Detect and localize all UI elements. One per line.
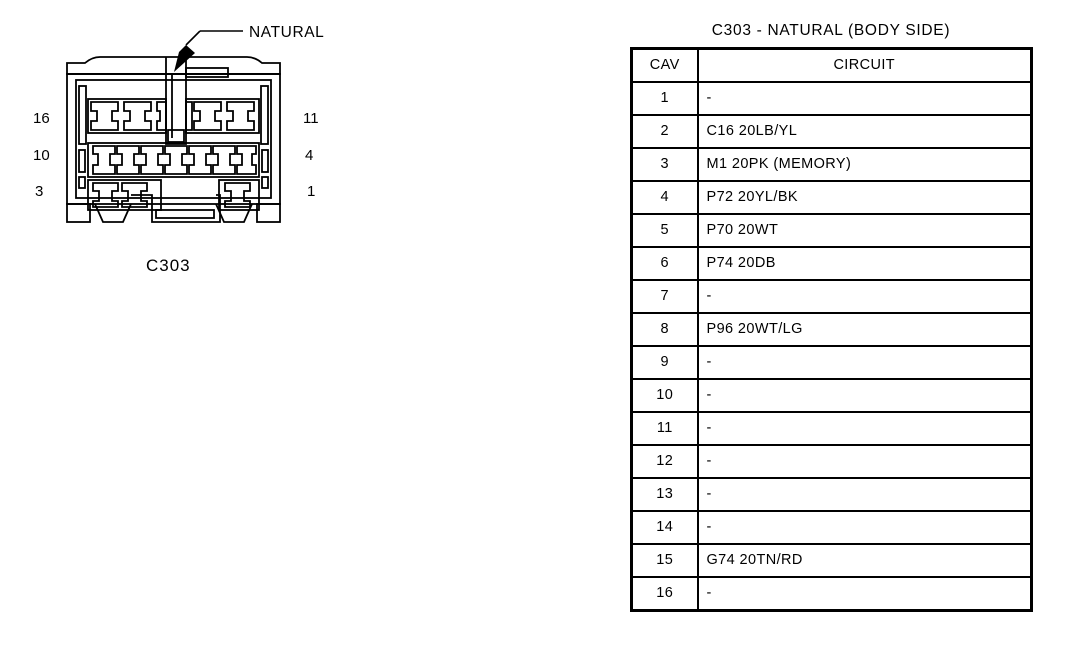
circuit-value: G74 20TN/RD <box>696 543 1033 578</box>
cavity-row-top-right <box>185 98 260 134</box>
circuit-value: - <box>696 444 1033 479</box>
column-header-circuit: CIRCUIT <box>696 47 1033 83</box>
circuit-value: P74 20DB <box>696 246 1033 281</box>
table-header-row: CAV CIRCUIT <box>630 47 1033 83</box>
cav-number: 14 <box>630 510 699 545</box>
table-row: 9- <box>630 345 1033 380</box>
cav-number: 7 <box>630 279 699 314</box>
circuit-value: P96 20WT/LG <box>696 312 1033 347</box>
cavity-row-top-left <box>87 98 167 134</box>
connector-shell <box>66 56 281 223</box>
cavity-row-bottom <box>87 179 260 211</box>
table-row: 12- <box>630 444 1033 479</box>
connector-diagram: NATURAL <box>0 0 360 300</box>
connector-drawing-svg: NATURAL <box>33 24 324 275</box>
cav-number: 11 <box>630 411 699 446</box>
pin-label-bottom-right: 1 <box>307 183 315 200</box>
table-row: 16- <box>630 576 1033 612</box>
natural-callout-label: NATURAL <box>249 24 324 41</box>
pin-label-top-left: 16 <box>33 110 50 127</box>
connector-caption: C303 <box>146 256 191 275</box>
circuit-value: - <box>696 477 1033 512</box>
column-header-cav: CAV <box>630 47 699 83</box>
circuit-value: M1 20PK (MEMORY) <box>696 147 1033 182</box>
table-row: 14- <box>630 510 1033 545</box>
circuit-value: P70 20WT <box>696 213 1033 248</box>
circuit-value: - <box>696 576 1033 612</box>
cav-number: 1 <box>630 81 699 116</box>
cav-number: 15 <box>630 543 699 578</box>
pin-label-bottom-left: 3 <box>35 183 43 200</box>
table-row: 1- <box>630 81 1033 116</box>
table-row: 10- <box>630 378 1033 413</box>
circuit-value: - <box>696 510 1033 545</box>
circuit-value: - <box>696 81 1033 116</box>
cav-number: 16 <box>630 576 699 612</box>
circuit-value: P72 20YL/BK <box>696 180 1033 215</box>
cav-number: 3 <box>630 147 699 182</box>
table-row: 13- <box>630 477 1033 512</box>
cavity-row-middle <box>87 142 260 178</box>
table-row: 7- <box>630 279 1033 314</box>
natural-callout-leader <box>174 30 243 72</box>
cav-number: 6 <box>630 246 699 281</box>
circuit-value: - <box>696 279 1033 314</box>
cav-number: 8 <box>630 312 699 347</box>
pinout-panel: C303 - NATURAL (BODY SIDE) CAV CIRCUIT 1… <box>630 22 1033 612</box>
pinout-table-title: C303 - NATURAL (BODY SIDE) <box>711 22 951 39</box>
circuit-value: C16 20LB/YL <box>696 114 1033 149</box>
pin-label-middle-right: 4 <box>305 147 313 164</box>
cav-number: 5 <box>630 213 699 248</box>
cav-number: 12 <box>630 444 699 479</box>
cav-number: 2 <box>630 114 699 149</box>
circuit-value: - <box>696 378 1033 413</box>
circuit-value: - <box>696 411 1033 446</box>
pin-label-middle-left: 10 <box>33 147 50 164</box>
cav-number: 4 <box>630 180 699 215</box>
circuit-value: - <box>696 345 1033 380</box>
cav-number: 13 <box>630 477 699 512</box>
cav-number: 9 <box>630 345 699 380</box>
cav-number: 10 <box>630 378 699 413</box>
pin-label-top-right: 11 <box>303 110 319 127</box>
table-row: 11- <box>630 411 1033 446</box>
